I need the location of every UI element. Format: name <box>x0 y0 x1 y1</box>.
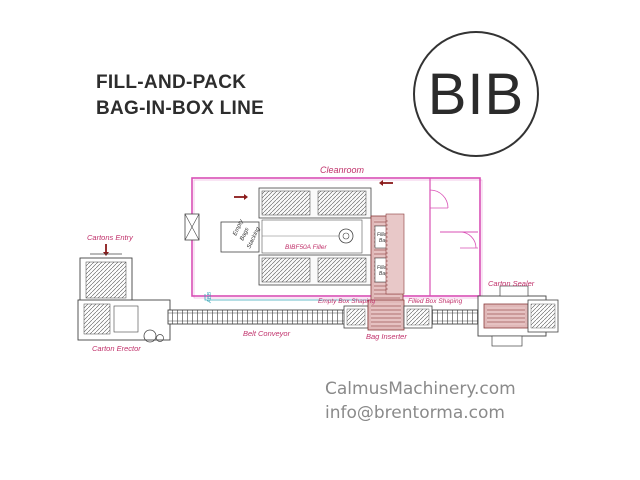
label-bag-inserter: Bag Inserter <box>366 332 407 341</box>
bib-logo-text: BIB <box>427 61 525 127</box>
carton-erector <box>77 253 171 343</box>
title-line-1: FILL-AND-PACK <box>96 72 247 93</box>
filled-bag-2-line-1: Filled <box>377 265 389 271</box>
filler-machine: BIBF50A Filler <box>258 187 372 286</box>
filler-label: BIBF50A Filler <box>285 244 327 251</box>
bib-logo: BIB <box>413 31 539 157</box>
label-filled-box-shaping: Filled Box Shaping <box>408 298 463 305</box>
carton-sealer <box>477 285 559 347</box>
empty-bags-stacking: Empty Bags Stacking <box>220 218 262 253</box>
cleanroom-label: Cleanroom <box>320 165 365 175</box>
filled-bag-2-line-2: Bag <box>379 271 388 277</box>
label-carton-erector: Carton Erector <box>92 344 141 353</box>
label-cartons-entry: Cartons Entry <box>87 233 134 242</box>
conveyor-guide <box>204 294 372 301</box>
bag-transfer-column: Filled Bag Filled Bag <box>370 213 405 305</box>
cleanroom: Cleanroom <box>184 165 483 299</box>
label-empty-box-shaping: Empty Box Shaping <box>318 298 375 305</box>
label-carton-sealer: Carton Sealer <box>488 279 535 288</box>
diagram-labels: Cartons Entry Carton Erector Belt Convey… <box>87 233 535 353</box>
small-mark: ABB <box>207 292 213 304</box>
title-line-2: BAG-IN-BOX LINE <box>96 98 265 119</box>
email-text: info@brentorma.com <box>325 403 505 423</box>
empty-bags-line-2: Bags <box>239 227 250 242</box>
filled-bag-1-line-1: Filled <box>377 232 389 238</box>
label-belt-conveyor: Belt Conveyor <box>243 329 291 338</box>
title-block: FILL-AND-PACK BAG-IN-BOX LINE <box>96 70 264 122</box>
belt-conveyor <box>167 299 479 331</box>
filled-bag-1-line-2: Bag <box>379 238 388 244</box>
website-text: CalmusMachinery.com <box>325 379 516 399</box>
